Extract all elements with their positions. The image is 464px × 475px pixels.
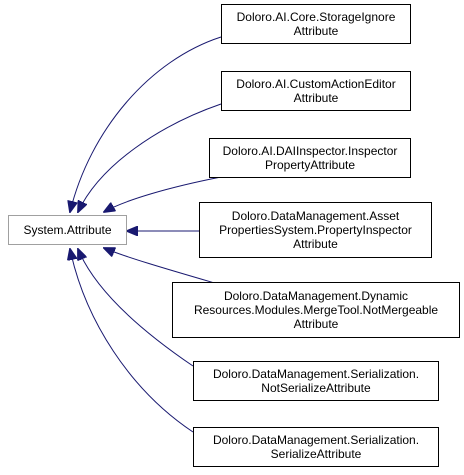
class-label-line: Attribute (293, 24, 339, 38)
class-node-storage-ignore[interactable]: Doloro.AI.Core.StorageIgnore Attribute (221, 4, 411, 44)
class-label-line: PropertiesSystem.PropertyInspector (219, 223, 412, 237)
class-node-serialize[interactable]: Doloro.DataManagement.Serialization. Ser… (193, 427, 439, 467)
class-node-not-mergeable[interactable]: Doloro.DataManagement.Dynamic Resources.… (172, 282, 460, 338)
base-class-label: System.Attribute (23, 223, 112, 237)
class-label-line: PropertyAttribute (264, 158, 356, 172)
edge-custom-action-editor (78, 103, 222, 212)
class-label-line: Attribute (293, 317, 339, 331)
class-label-line: Resources.Modules.MergeTool.NotMergeable (193, 303, 439, 317)
class-node-not-serialize[interactable]: Doloro.DataManagement.Serialization. Not… (193, 361, 439, 401)
edge-storage-ignore (70, 36, 222, 212)
edge-not-serialize (78, 249, 194, 367)
edge-not-mergeable (104, 248, 219, 285)
class-node-custom-action-editor[interactable]: Doloro.AI.CustomActionEditor Attribute (221, 71, 411, 111)
class-label-line: Doloro.DataManagement.Dynamic (223, 289, 409, 303)
edge-inspector-property (104, 176, 222, 212)
class-label-line: NotSerializeAttribute (261, 381, 371, 395)
class-label-line: Attribute (293, 237, 338, 251)
class-label-line: Doloro.DataManagement.Serialization. (212, 367, 420, 381)
class-label-line: Doloro.AI.Core.StorageIgnore (236, 10, 396, 24)
class-node-inspector-property[interactable]: Doloro.AI.DAIInspector.Inspector Propert… (209, 138, 411, 178)
class-node-property-inspector[interactable]: Doloro.DataManagement.Asset PropertiesSy… (199, 202, 432, 258)
base-class-node: System.Attribute (8, 215, 127, 245)
class-label-line: SerializeAttribute (270, 447, 362, 461)
class-label-line: Doloro.DataManagement.Serialization. (212, 433, 420, 447)
class-label-line: Doloro.AI.CustomActionEditor (236, 77, 396, 91)
class-label-line: Doloro.AI.DAIInspector.Inspector (222, 144, 398, 158)
class-label-line: Doloro.DataManagement.Asset (231, 209, 400, 223)
class-label-line: Attribute (293, 91, 339, 105)
edge-serialize (70, 249, 194, 433)
